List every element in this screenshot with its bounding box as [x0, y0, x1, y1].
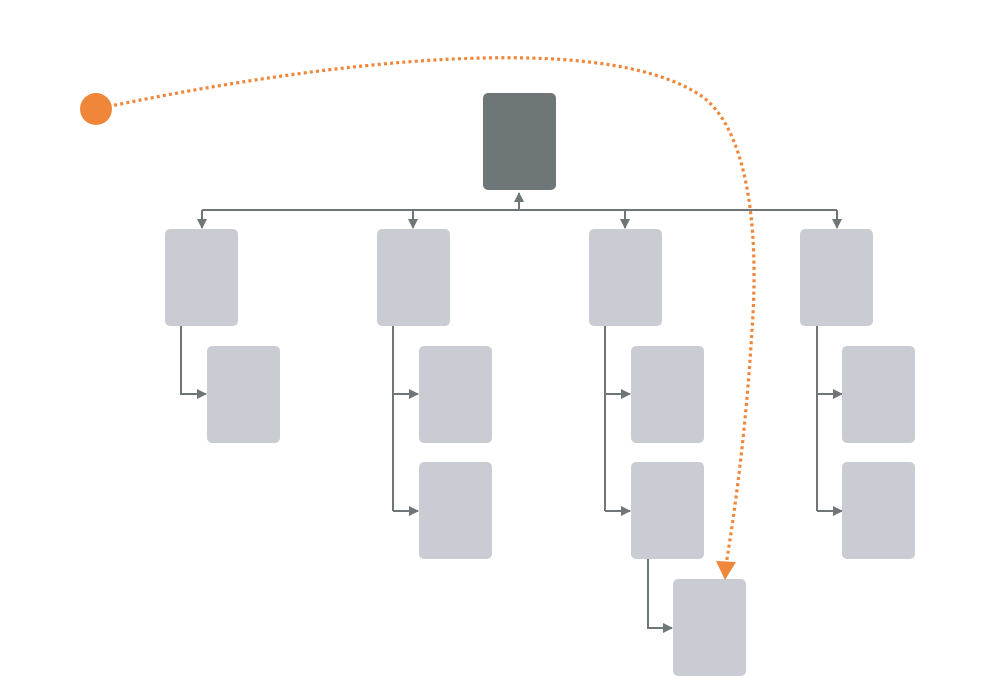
- journey: [80, 56, 756, 580]
- col-2-node: [377, 229, 450, 326]
- root-node: [483, 93, 556, 190]
- nodes: [165, 93, 915, 676]
- col-3-grandchild-node: [673, 579, 746, 676]
- connectors: [180, 192, 843, 633]
- col-1-node: [165, 229, 238, 326]
- col-4-node: [800, 229, 873, 326]
- col-2-child-1-node: [419, 346, 492, 443]
- col-3-node: [589, 229, 662, 326]
- col-3-child-1-node: [631, 346, 704, 443]
- col-4-child-2-node: [842, 462, 915, 559]
- journey-start-dot: [80, 93, 112, 125]
- col-3-child-2-node: [631, 462, 704, 559]
- col-4-child-1-node: [842, 346, 915, 443]
- journey-dotted-path: [95, 56, 756, 566]
- col-2-child-2-node: [419, 462, 492, 559]
- col-1-child-1-node: [207, 346, 280, 443]
- journey-arrowhead: [716, 561, 736, 580]
- col-3-grandchild-connector: [647, 559, 673, 633]
- col-1-child-1-connector: [180, 326, 207, 399]
